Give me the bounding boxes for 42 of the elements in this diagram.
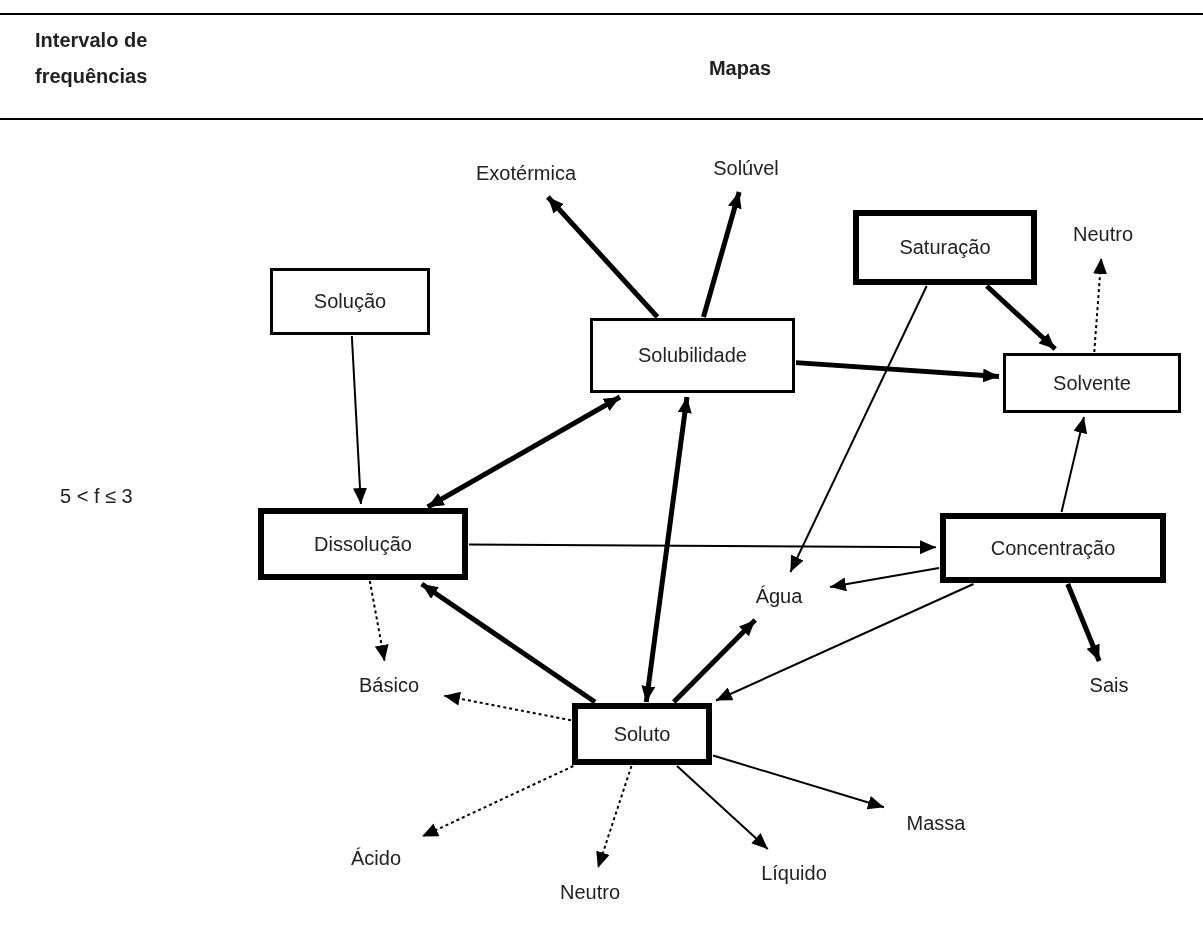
concept-label: Exotérmica <box>462 155 590 191</box>
arrow <box>701 191 742 318</box>
arrow <box>1065 583 1102 662</box>
arrow <box>795 360 1000 383</box>
arrow <box>468 540 937 555</box>
table-header: Mapas <box>707 56 773 81</box>
dotted-arrow <box>421 765 575 838</box>
dotted-arrow <box>1093 257 1108 353</box>
concept-label: Líquido <box>748 855 840 891</box>
concept-box: Solução <box>270 268 430 335</box>
arrow <box>715 583 975 702</box>
concept-label: Água <box>734 578 824 614</box>
concept-box: Soluto <box>572 703 712 765</box>
concept-label: Neutro <box>1066 216 1140 252</box>
arrow <box>672 618 757 704</box>
concept-box: Saturação <box>853 210 1037 285</box>
table-header: Intervalo de frequências <box>35 28 149 89</box>
double-arrow <box>641 396 692 703</box>
arrow <box>985 284 1057 351</box>
arrow <box>712 754 885 810</box>
arrow <box>1060 416 1088 513</box>
arrow <box>350 335 367 505</box>
concept-label: Solúvel <box>704 150 788 186</box>
arrow <box>546 195 660 319</box>
dotted-arrow <box>596 765 633 869</box>
concept-box: Concentração <box>940 513 1166 583</box>
concept-box: Solubilidade <box>590 318 795 393</box>
arrow <box>789 285 928 573</box>
concept-label: Sais <box>1080 667 1138 703</box>
concept-label: Neutro <box>550 874 630 910</box>
table-cell-text: 5 < f ≤ 3 <box>60 484 134 509</box>
concept-label: Básico <box>340 667 438 703</box>
dotted-arrow <box>443 691 572 722</box>
concept-label: Ácido <box>336 840 416 876</box>
dotted-arrow <box>368 580 389 662</box>
concept-box: Dissolução <box>258 508 468 580</box>
arrow <box>676 765 769 850</box>
double-arrow <box>426 394 622 510</box>
arrow <box>829 566 940 592</box>
arrow <box>420 581 597 705</box>
concept-label: Massa <box>890 805 982 841</box>
concept-box: Solvente <box>1003 353 1181 413</box>
